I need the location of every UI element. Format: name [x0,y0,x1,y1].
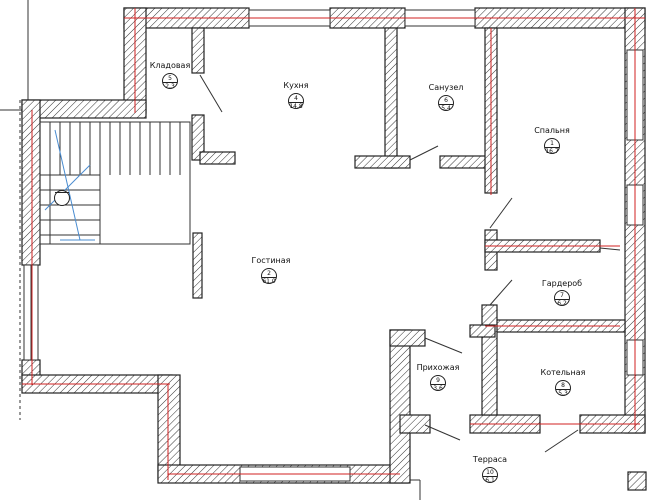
room-badge-living-room: 2 61,0 [261,268,277,285]
room-area: 61,0 [262,277,276,285]
room-area: 14,8 [289,102,303,110]
room-label-wardrobe: Гардероб [541,279,583,288]
room-label-bedroom: Спальня [534,126,570,135]
room-label-kitchen: Кухня [283,81,309,90]
room-number: 7 [555,291,569,300]
room-badge-staircase [54,190,70,206]
room-number: 6 [439,96,453,105]
walls [21,7,647,491]
room-label-bathroom: Санузел [428,83,464,92]
room-label-living-room: Гостиная [251,256,291,265]
room-number: 2 [262,269,276,278]
room-badge-wardrobe: 7 6,2 [554,290,570,307]
room-badge-terrace: 10 6,1 [482,467,498,484]
guide-lines [0,0,421,500]
room-badge-kitchen: 4 14,8 [288,93,304,110]
room-area: 2,3 [165,82,175,90]
axis-marks [22,8,645,480]
room-label-boiler-room: Котельная [540,368,586,377]
room-number: 10 [483,468,497,477]
room-area: 5,3 [558,389,568,397]
room-label-pantry: Кладовая [149,61,191,70]
room-badge-bedroom: 1 16,7 [544,138,560,155]
room-label-hallway: Прихожая [416,363,460,372]
room-badge-hallway: 9 3,6 [430,375,446,392]
room-badge-bathroom: 6 5,4 [438,95,454,112]
room-number [55,191,69,193]
room-number: 5 [163,74,177,83]
room-area: 6,1 [485,476,495,484]
room-number: 1 [545,139,559,148]
room-number: 9 [431,376,445,385]
room-area: 3,6 [433,384,443,392]
room-area: 6,2 [557,299,567,307]
room-badge-boiler-room: 8 5,3 [555,380,571,397]
room-number: 8 [556,381,570,390]
staircase [39,121,191,245]
doors [199,74,621,453]
room-number: 4 [289,94,303,103]
room-badge-pantry: 5 2,3 [162,73,178,90]
room-area: 5,4 [441,104,451,112]
room-area: 16,7 [545,147,559,155]
room-label-terrace: Терраса [472,455,508,464]
